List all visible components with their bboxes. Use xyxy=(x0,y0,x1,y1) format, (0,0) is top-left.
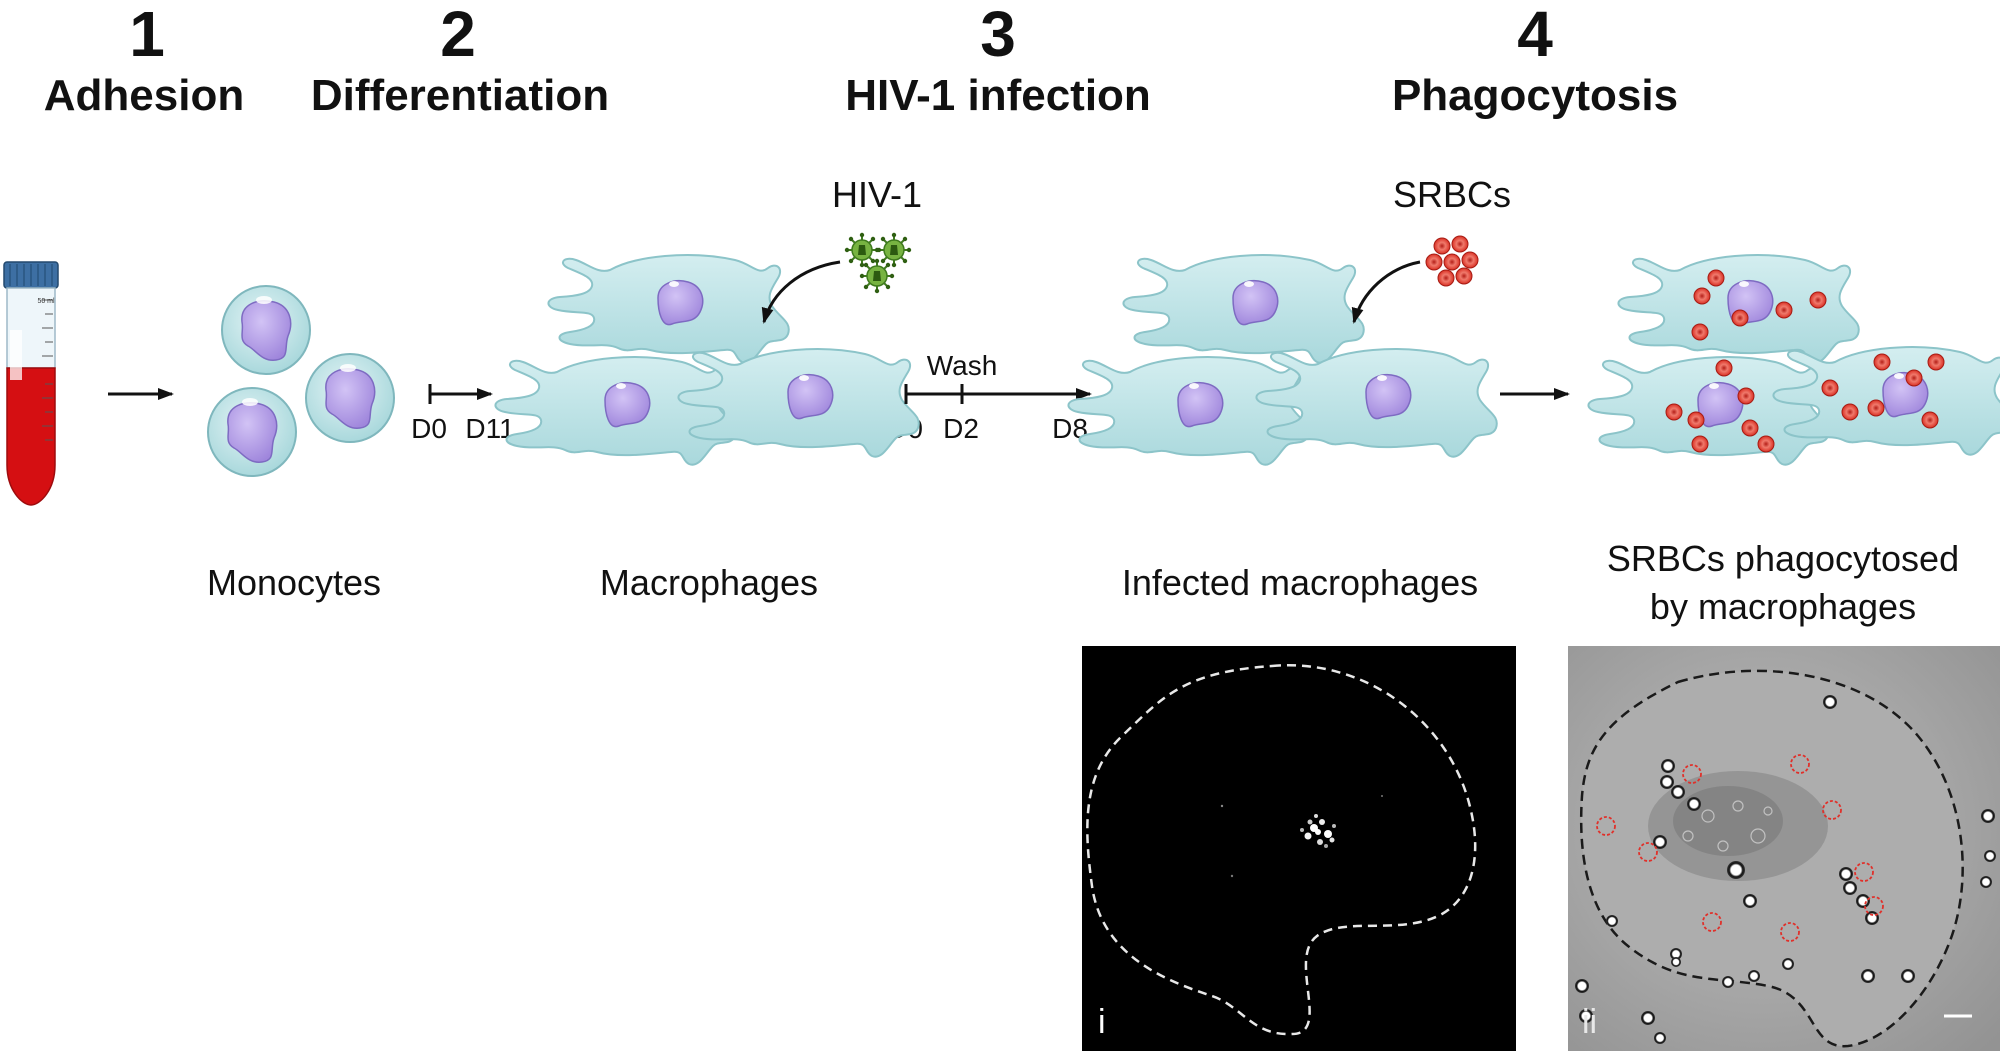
curved-arrow-hiv xyxy=(761,260,841,324)
timeline2-wash: Wash xyxy=(926,350,998,381)
macrophage-group xyxy=(494,254,920,466)
srbc-beads xyxy=(1575,695,1996,1044)
timeline1-start: D0 xyxy=(411,413,447,444)
step-3-number: 3 xyxy=(980,0,1016,70)
timeline2-mid: D2 xyxy=(943,413,979,444)
srbc-label: SRBCs xyxy=(1392,174,1512,215)
step-4-title: Phagocytosis xyxy=(1391,71,1679,120)
phagocytosed-label-line2: by macrophages xyxy=(1649,586,1917,627)
tube-volume-mark: 50 ml xyxy=(37,298,55,305)
monocytes-label: Monocytes xyxy=(206,562,382,603)
macrophages-label: Macrophages xyxy=(599,562,819,603)
phagocytosing-macrophage-group xyxy=(1587,254,2000,466)
infected-macrophage-group xyxy=(1067,254,1498,466)
micrograph-phagocytosis: ii xyxy=(1568,646,2000,1051)
step-1-number: 1 xyxy=(129,0,165,70)
panel-ii-label: ii xyxy=(1582,1003,1598,1041)
step-2-number: 2 xyxy=(440,0,476,70)
step-3-title: HIV-1 infection xyxy=(845,71,1151,120)
panel-i-label: i xyxy=(1098,1003,1106,1041)
hiv-label: HIV-1 xyxy=(831,174,923,215)
viral-signal-spot xyxy=(1220,795,1383,878)
hiv-virions-icon xyxy=(843,231,913,295)
blood-tube-icon xyxy=(3,261,59,506)
step-1-title: Adhesion xyxy=(43,71,245,120)
cell-outline xyxy=(1086,664,1477,1036)
micrograph-infected-macrophage: i xyxy=(1082,646,1516,1051)
infected-macrophages-label: Infected macrophages xyxy=(1121,562,1479,603)
phagocytosed-label-line1: SRBCs phagocytosed xyxy=(1606,538,1960,579)
step-2-title: Differentiation xyxy=(310,71,610,120)
timeline-infection xyxy=(904,384,1092,404)
step-4-number: 4 xyxy=(1517,0,1553,70)
internalized-srbc-markers xyxy=(1596,754,1884,942)
monocyte-group xyxy=(207,285,395,477)
timeline-differentiation xyxy=(428,384,493,404)
srbc-cluster-icon xyxy=(1425,235,1479,287)
curved-arrow-srbc xyxy=(1351,260,1421,324)
